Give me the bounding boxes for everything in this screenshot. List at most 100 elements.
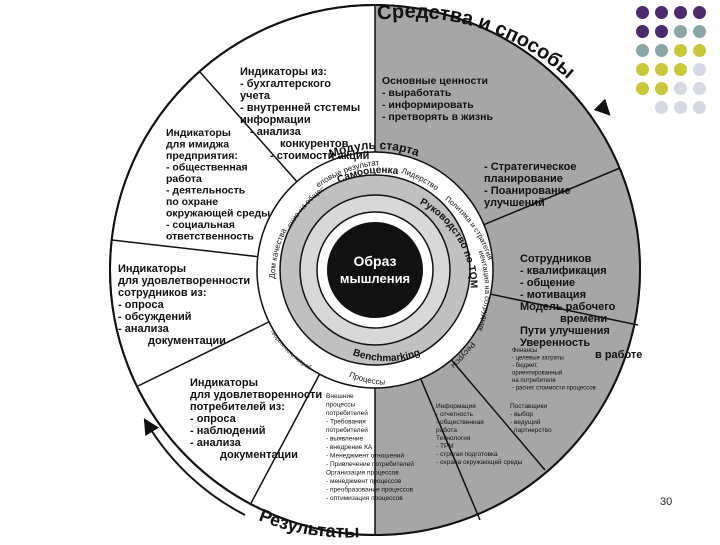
segment-line: Технология [436, 435, 471, 442]
segment-line: ориентированный [512, 370, 562, 377]
segment-line: - отчетность [436, 411, 474, 418]
segment-line: - обсуждений [118, 311, 192, 323]
segment-line: улучшений [484, 197, 545, 209]
segment-line: учета [240, 90, 271, 102]
segment-line: - Поанирование [484, 185, 571, 197]
segment-line: - мотивация [520, 289, 586, 301]
segment-line: - Привлечение потребителей [326, 460, 414, 468]
core-text-line2: мышления [340, 271, 410, 286]
segment-text-values: Основные ценности- выработать- информиро… [382, 75, 493, 123]
segment-line: - Менеджмент отношений [326, 452, 404, 460]
segment-line: - бухгалтерского [240, 78, 331, 90]
segment-line: - оптимизация процессов [326, 495, 403, 502]
core-text-line1: Образ [353, 253, 396, 269]
segment-line: - выявление [326, 436, 364, 443]
decorative-dot [693, 63, 706, 76]
segment-line: - строгая подготовка [436, 451, 498, 458]
segment-line: Уверенность [520, 337, 590, 349]
decorative-dot [674, 101, 687, 114]
segment-line: - общение [520, 277, 575, 289]
decorative-dot [693, 25, 706, 38]
segment-line: - Требования [326, 418, 366, 426]
decorative-dot [636, 63, 649, 76]
segment-line: документации [148, 335, 226, 347]
segment-line: - опроса [118, 299, 165, 311]
segment-line: для удовлетворенности [118, 275, 250, 287]
segment-line: - внедрение КА [326, 444, 373, 451]
segment-line: потребителей [326, 409, 368, 417]
segment-line: работа [166, 173, 202, 185]
segment-line: планирование [484, 173, 563, 185]
segment-text-suppliers: Поставщики- выбор- ведущий- партнерство [510, 403, 552, 434]
segment-line: - партнерство [510, 427, 552, 434]
segment-line: Индикаторы [166, 127, 231, 139]
segment-line: в работе [595, 349, 642, 361]
segment-line: для имиджа [166, 139, 229, 151]
segment-line: - общественная [166, 162, 248, 174]
segment-line: Модель рабочего [520, 301, 616, 313]
segment-line: - информировать [382, 99, 474, 111]
segment-line: сотрудников из: [118, 287, 207, 299]
segment-line: - квалификация [520, 265, 607, 277]
segment-line: по охране [166, 196, 218, 208]
segment-line: - претворять в жизнь [382, 111, 493, 123]
segment-line: - выбор [510, 410, 533, 418]
segment-line: - стоимости акций [270, 150, 369, 162]
results-arrow [143, 418, 246, 516]
decorative-dot [636, 6, 649, 19]
segment-text-resources: Финансы- целевые затраты- бюджет,ориенти… [512, 348, 596, 392]
segment-line: конкурентов [280, 138, 349, 150]
segment-line: Информация [436, 403, 476, 410]
segment-line: - Стратегическое [484, 161, 576, 173]
segment-line: - наблюдений [190, 425, 266, 437]
page-number: 30 [660, 496, 673, 508]
means-arrow [593, 98, 611, 116]
segment-line: - социальная [166, 219, 235, 231]
decorative-dot [674, 44, 687, 57]
segment-line: окружающей среды [166, 208, 270, 220]
segment-line: - TPM [436, 443, 454, 450]
segment-line: Основные ценности [382, 75, 488, 87]
segment-line: - выработать [382, 87, 452, 99]
segment-line: Поставщики [510, 403, 547, 410]
segment-line: - анализа [190, 437, 242, 449]
segment-line: - деятельность [166, 185, 246, 197]
decorative-dot [674, 63, 687, 76]
segment-line: - бюджет, [512, 363, 538, 369]
decorative-dot [655, 25, 668, 38]
segment-line: работа [436, 426, 457, 434]
segment-line: процессы [326, 402, 356, 409]
segment-line: информации [240, 114, 311, 126]
decorative-dot [636, 44, 649, 57]
decorative-dot [655, 82, 668, 95]
decorative-dot [655, 6, 668, 19]
decorative-dot [693, 44, 706, 57]
segment-line: документации [220, 449, 298, 461]
segment-line: времени [560, 313, 607, 325]
segment-line: - охрана окружающей среды [436, 458, 523, 466]
segment-line: Индикаторы [190, 377, 258, 389]
segment-line: Индикаторы [118, 263, 186, 275]
segment-line: - менеджмент процессов [326, 478, 402, 485]
decorative-dot [636, 82, 649, 95]
segment-line: - общественная [436, 418, 484, 426]
grey-half-right [375, 5, 640, 535]
decorative-dot [655, 44, 668, 57]
decorative-dot [674, 82, 687, 95]
inner-label-benchmarking: Benchmarking [351, 347, 421, 364]
segment-line: - расчет стоимости процессов [512, 386, 596, 392]
segment-line: - целевые затраты [512, 356, 564, 362]
segment-line: потребителей [326, 426, 368, 434]
decorative-dot [674, 25, 687, 38]
segment-line: на потребителя [512, 378, 555, 384]
segment-line: Организация процессов [326, 470, 399, 477]
